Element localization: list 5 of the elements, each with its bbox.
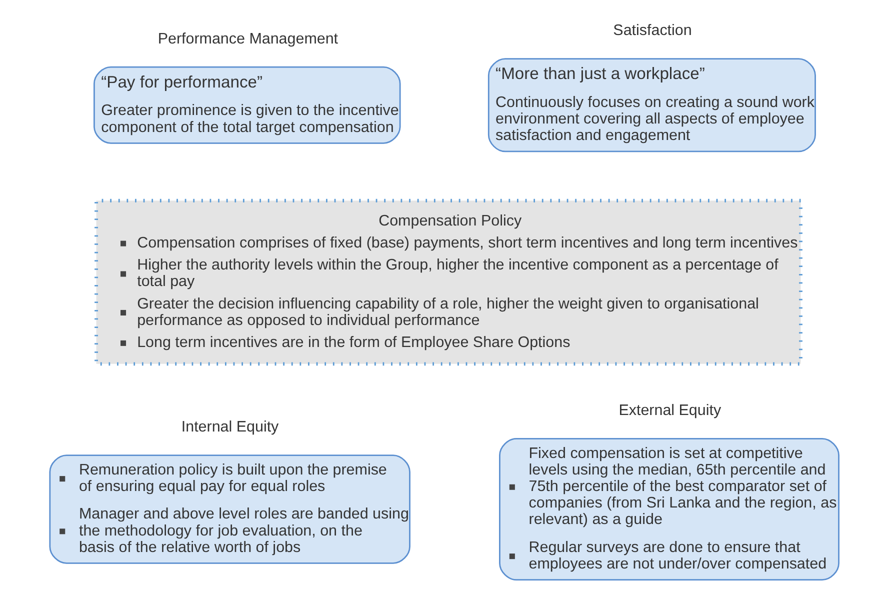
node-label: External Equity — [618, 402, 722, 419]
node-box: Compensation Policy Compensation comprises of fixed (base) payments, short term incentives and long term incentives Higher the authority levels within the Group, higher the incentive component as a percentage of total pay Greater the decision influencing capability of a role, higher the weight given to organisational performance as opposed to individual performance Long term incentives are in the form of Employee Share Options — [94, 198, 802, 366]
node-label: Internal Equity — [181, 418, 279, 436]
node-label: Performance Management — [158, 30, 338, 48]
node-label: Satisfaction — [613, 22, 692, 39]
